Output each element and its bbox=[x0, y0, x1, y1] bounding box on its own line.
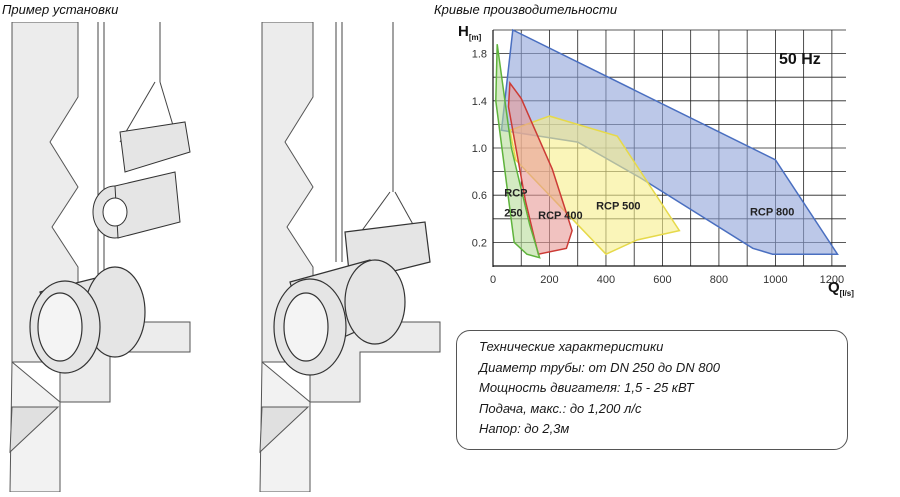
spec-max-flow: Подача, макс.: до 1,200 л/с bbox=[479, 400, 642, 416]
series-area-rcp-400 bbox=[507, 80, 573, 256]
frequency-badge: 50 Hz bbox=[779, 51, 821, 68]
performance-chart: 0 200 400 600 800 1000 1200 0.2 0.6 1.0 1.4 1.8 RCP… bbox=[458, 23, 854, 298]
axes bbox=[492, 30, 846, 267]
technical-specs-box: Технические характеристики Диаметр трубы… bbox=[456, 330, 848, 450]
y-tick-label: 0.6 bbox=[472, 190, 487, 202]
installation-illustration-installed bbox=[259, 22, 441, 492]
x-axis-title: Q[l/s] bbox=[828, 279, 854, 298]
specs-title: Технические характеристики bbox=[479, 339, 664, 354]
y-tick-label: 0.2 bbox=[472, 237, 487, 249]
y-axis-title: H[m] bbox=[458, 23, 482, 42]
x-tick-label: 1200 bbox=[820, 274, 844, 286]
x-tick-label: 200 bbox=[540, 274, 558, 286]
installation-illustration-raised bbox=[9, 22, 195, 492]
series-label: RCP 800 bbox=[750, 206, 794, 218]
spec-max-head: Напор: до 2,3м bbox=[479, 421, 570, 436]
series-label: 250 bbox=[504, 207, 522, 219]
x-tick-label: 600 bbox=[653, 274, 671, 286]
series-area-rcp-250 bbox=[495, 44, 541, 259]
y-tick-label: 1.0 bbox=[472, 143, 487, 155]
x-tick-label: 800 bbox=[710, 274, 728, 286]
series-label: RCP 500 bbox=[596, 200, 640, 212]
spec-pipe-diameter: Диаметр трубы: от DN 250 до DN 800 bbox=[479, 359, 720, 375]
performance-caption: Кривые производительности bbox=[434, 2, 618, 17]
x-tick-label: 1000 bbox=[763, 274, 787, 286]
series-label: RCP 400 bbox=[538, 210, 582, 222]
tick-labels: 0 200 400 600 800 1000 1200 0.2 0.6 1.0 1.4 1.8 bbox=[472, 49, 844, 286]
series-areas bbox=[495, 28, 839, 259]
installation-caption: Пример установки bbox=[2, 2, 119, 17]
x-tick-label: 0 bbox=[490, 274, 496, 286]
spec-motor-power: Мощность двигателя: 1,5 - 25 кВТ bbox=[479, 380, 694, 395]
series-label: RCP bbox=[504, 187, 527, 199]
y-tick-label: 1.4 bbox=[472, 96, 487, 108]
y-tick-label: 1.8 bbox=[472, 49, 487, 61]
x-tick-label: 400 bbox=[597, 274, 615, 286]
